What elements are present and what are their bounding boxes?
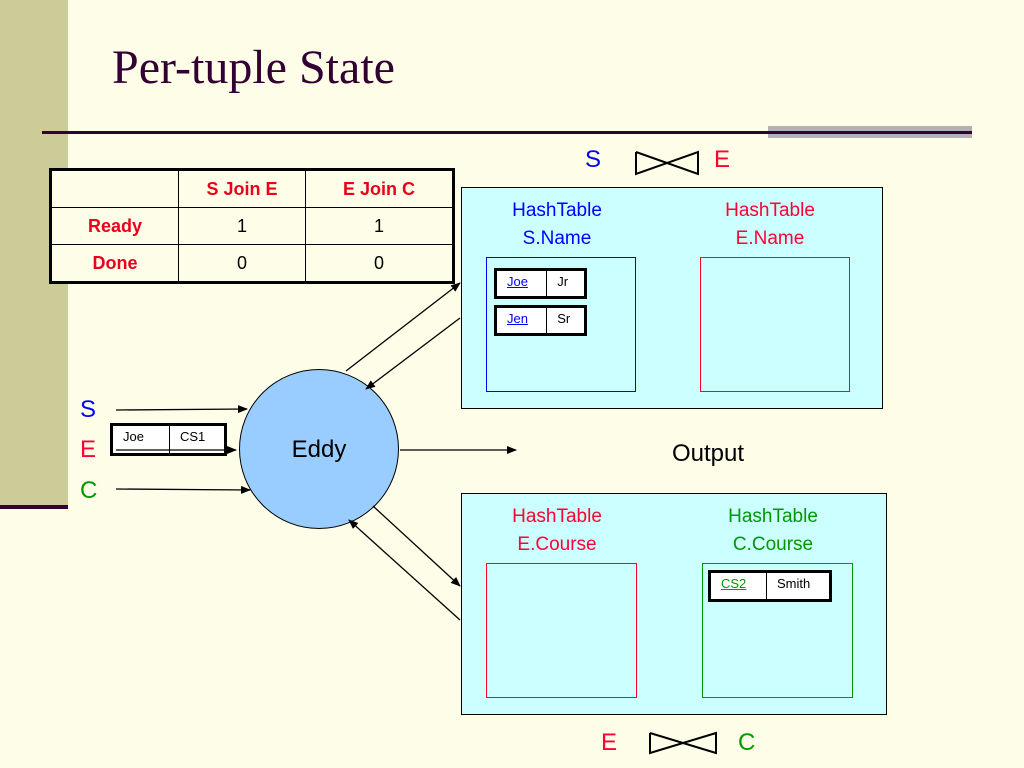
s-tuple-joe: Joe Jr (494, 268, 587, 299)
hashtable-c-course-line2: C.Course (732, 534, 814, 555)
s-tuple-key: Joe (497, 271, 548, 296)
output-label: Output (672, 440, 745, 467)
hashtable-e-name-box (700, 257, 850, 392)
s-tuple-value: Jr (557, 274, 569, 289)
c-tuple-value: Smith (777, 576, 811, 591)
join-ec-left: E (601, 729, 618, 756)
table-row-ready: Ready 1 1 (50, 207, 454, 245)
eddy-operator (239, 369, 399, 529)
input-e-label: E (80, 436, 97, 463)
hashtable-s-name-line1: HashTable (512, 200, 602, 221)
row-label-ready: Ready (50, 207, 179, 245)
input-c-label: C (80, 477, 98, 504)
join-ec-right: C (738, 729, 756, 756)
done-e-join-c: 0 (305, 244, 454, 283)
ec-to-eddy-arrow (348, 519, 461, 621)
se-to-eddy-arrow (365, 317, 461, 390)
hashtable-e-name-label: HashTable E.Name (700, 197, 840, 253)
hashtable-s-name-line2: S.Name (522, 228, 592, 249)
join-ec-bowtie-icon (649, 731, 717, 755)
join-se-left: S (585, 146, 602, 173)
s-tuple-value: Sr (557, 311, 571, 326)
s-tuple-jen: Jen Sr (494, 305, 587, 336)
hashtable-c-course-line1: HashTable (728, 506, 818, 527)
eddy-to-se-arrow (345, 282, 461, 372)
input-s-label: S (80, 396, 97, 423)
join-se-right: E (714, 146, 731, 173)
done-s-join-e: 0 (178, 244, 306, 283)
hashtable-c-course-label: HashTable C.Course (703, 503, 843, 559)
input-c-arrow (115, 485, 251, 494)
hashtable-e-course-label: HashTable E.Course (487, 503, 627, 559)
hashtable-e-name-line2: E.Name (735, 228, 805, 249)
slide-title: Per-tuple State (112, 41, 395, 94)
incoming-tuple-name: Joe (113, 426, 170, 453)
state-table: S Join E E Join C Ready 1 1 Done 0 0 (49, 168, 455, 284)
incoming-e-tuple: Joe CS1 (110, 423, 227, 456)
input-s-arrow (115, 405, 248, 414)
hashtable-s-name-label: HashTable S.Name (487, 197, 627, 253)
hashtable-e-course-line1: HashTable (512, 506, 602, 527)
c-tuple-cs2: CS2 Smith (708, 570, 832, 602)
left-accent-bar-edge (0, 505, 68, 509)
ready-s-join-e: 1 (178, 207, 306, 245)
eddy-to-ec-arrow (372, 505, 461, 587)
incoming-tuple-course: CS1 (180, 429, 206, 444)
eddy-label: Eddy (291, 436, 347, 463)
header-e-join-c: E Join C (305, 169, 454, 208)
hashtable-e-course-line2: E.Course (517, 534, 597, 555)
hashtable-e-name-line1: HashTable (725, 200, 815, 221)
c-tuple-key: CS2 (711, 573, 767, 599)
hashtable-e-course-box (486, 563, 637, 698)
title-rule (42, 131, 972, 134)
ready-e-join-c: 1 (305, 207, 454, 245)
table-row-done: Done 0 0 (50, 244, 454, 283)
s-tuple-key: Jen (497, 308, 548, 333)
join-se-bowtie-icon (635, 150, 699, 176)
